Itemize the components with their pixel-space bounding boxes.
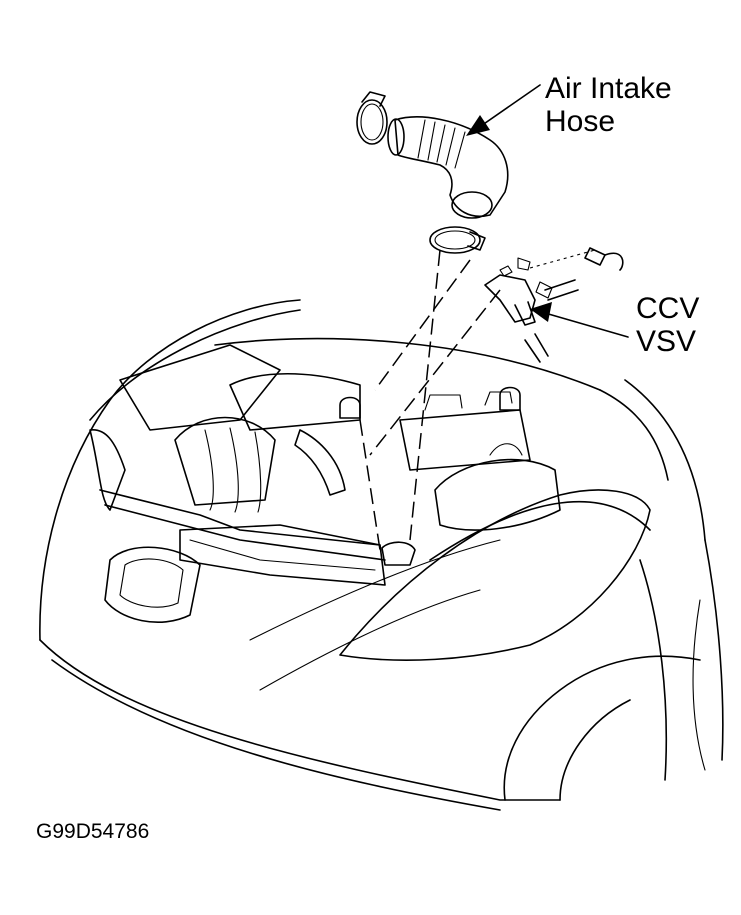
engine-assembly [99,344,561,586]
air-intake-hose-label-line1: Air Intake [545,72,672,105]
air-intake-hose-label-line2: Hose [545,105,616,138]
ccv-vsv-label-line2: VSV [636,325,697,358]
air-intake-hose-label: Air Intake Hose [545,72,672,138]
headlight-left [89,429,126,511]
ccv-vsv-valve [484,247,624,363]
air-intake-hose [387,116,509,219]
hose-clamp-lower [429,226,486,254]
hose-clamp-upper [356,91,388,145]
car-body-outline [39,299,724,811]
pointer-arrow-air-intake [466,84,541,136]
ccv-vsv-label-line1: CCV [636,292,700,325]
figure-code: G99D54786 [36,820,150,843]
connection-lines [359,249,596,551]
pointer-arrow-ccv-vsv [530,302,629,338]
front-emblem [104,546,201,623]
ccv-vsv-label: CCV VSV [636,292,699,358]
headlight-right [339,489,651,662]
